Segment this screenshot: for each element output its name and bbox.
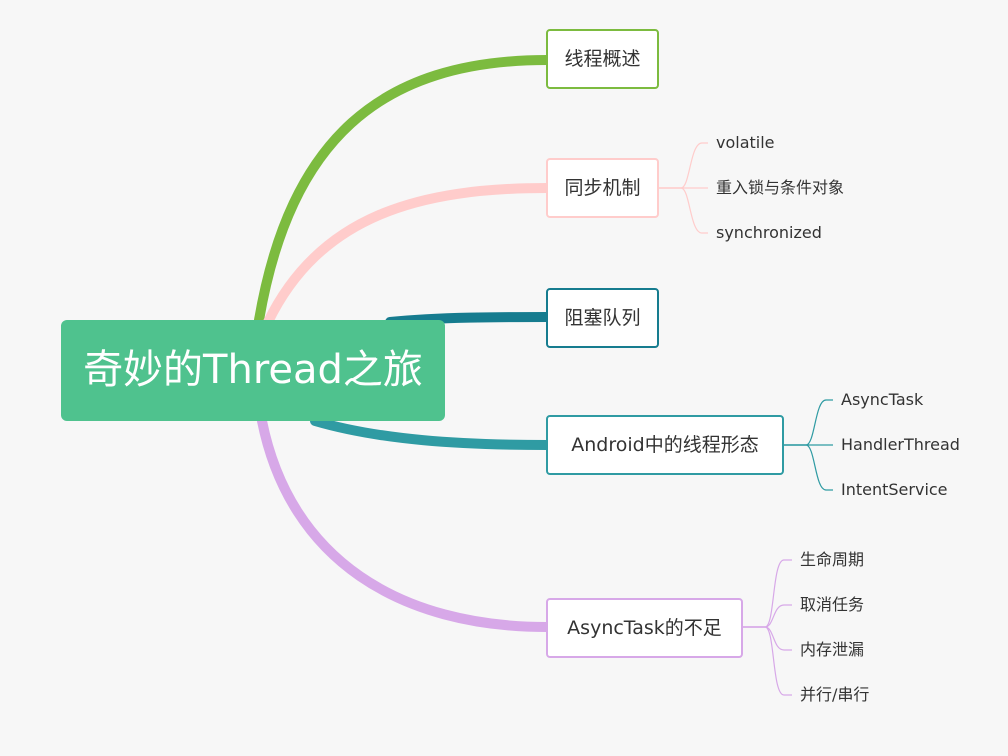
subtopic-handlerthread[interactable]: HandlerThread	[841, 435, 960, 454]
subtopic-asynctask[interactable]: AsyncTask	[841, 390, 924, 409]
sub-branch-3-0	[784, 399, 833, 446]
sub-branch-4-1	[743, 604, 792, 628]
topic-asynctask-shortcomings[interactable]: AsyncTask的不足	[546, 598, 743, 658]
topic-blocking-queue[interactable]: 阻塞队列	[546, 288, 659, 348]
subtopic-reentrant-lock[interactable]: 重入锁与条件对象	[716, 178, 845, 197]
subtopic-volatile[interactable]: volatile	[716, 133, 775, 152]
subtopic-intentservice[interactable]: IntentService	[841, 480, 948, 499]
topic-android-thread-forms[interactable]: Android中的线程形态	[546, 415, 784, 475]
subtopic-cancel-task[interactable]: 取消任务	[800, 595, 865, 614]
topic-sync-mechanism[interactable]: 同步机制	[546, 158, 659, 218]
branch-topic-1	[263, 183, 552, 327]
subtopic-parallel-serial[interactable]: 并行/串行	[800, 685, 870, 704]
central-topic[interactable]: 奇妙的Thread之旅	[61, 320, 445, 421]
sub-branch-4-2	[743, 626, 792, 651]
subtopic-memory-leak[interactable]: 内存泄漏	[800, 640, 865, 659]
branch-topic-4	[257, 416, 552, 632]
sub-branch-3-2	[784, 444, 833, 491]
sub-branch-1-0	[659, 142, 708, 189]
sub-branch-4-0	[743, 559, 792, 628]
topic-thread-overview[interactable]: 线程概述	[546, 29, 659, 89]
branch-topic-3	[310, 416, 552, 450]
subtopic-lifecycle[interactable]: 生命周期	[800, 550, 865, 569]
subtopic-synchronized[interactable]: synchronized	[716, 223, 822, 242]
branch-topic-0	[254, 55, 552, 325]
sub-branch-4-3	[743, 626, 792, 696]
sub-branch-1-2	[659, 187, 708, 234]
